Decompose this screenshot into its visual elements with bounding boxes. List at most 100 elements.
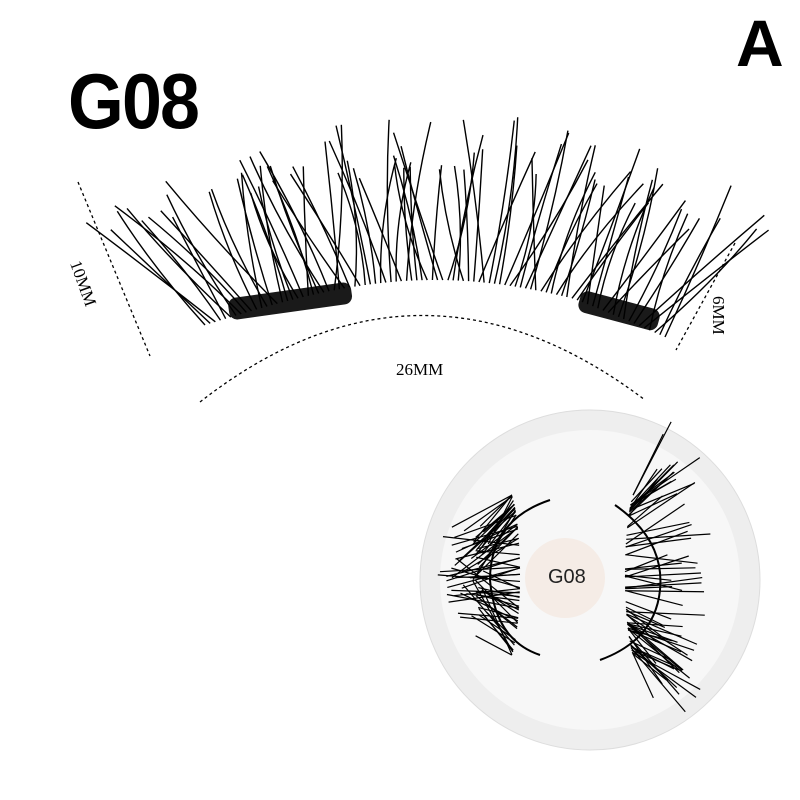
lash-fiber (448, 591, 520, 603)
lash-fiber (625, 590, 683, 607)
lash-fiber (269, 165, 320, 294)
lash-fiber (630, 646, 677, 668)
height-line-right (675, 242, 736, 351)
lash-fiber (625, 606, 663, 626)
lash-fiber (591, 176, 630, 307)
lash-fiber (654, 228, 758, 334)
lash-fiber (392, 155, 423, 281)
lash-fiber (392, 132, 444, 281)
lash-fiber (626, 621, 684, 671)
lash-fiber (576, 202, 650, 301)
lash-fiber (478, 606, 519, 619)
lash-fiber (460, 616, 518, 624)
lash-fiber (633, 218, 701, 324)
lash-fiber (627, 627, 695, 651)
lash-fiber (519, 143, 563, 288)
lash-fiber (249, 156, 325, 293)
lash-fiber (514, 173, 537, 287)
lash-fiber (447, 152, 475, 281)
lash-fiber (266, 166, 315, 295)
lash-fiber (607, 228, 690, 314)
lash-fiber (272, 180, 346, 289)
lash-fiber (626, 521, 690, 536)
lash-fiber (629, 464, 671, 509)
lash-fiber (463, 495, 513, 532)
lash-fiber (624, 572, 702, 578)
lash-fiber (632, 421, 672, 496)
lash-fiber (624, 555, 689, 578)
length-arc (199, 314, 646, 403)
lash-fiber (110, 229, 211, 324)
lash-fiber (566, 145, 596, 298)
lash-fiber (403, 167, 413, 281)
lash-fiber (165, 180, 278, 305)
lash-fiber (472, 580, 514, 653)
lash-fiber (335, 125, 372, 285)
lash-fiber (617, 168, 659, 318)
lash-fiber (555, 183, 644, 295)
case-sticker-label: G08 (548, 566, 586, 588)
lash-fiber (630, 646, 675, 670)
lash-fiber (478, 151, 536, 283)
lash-fiber (586, 185, 605, 305)
lash-fiber (462, 119, 485, 283)
lash-fiber (488, 120, 515, 284)
lash-fiber (630, 647, 686, 713)
lash-fiber (240, 172, 263, 309)
lash-fiber (324, 141, 341, 290)
lash-fiber (560, 179, 596, 297)
lash-fiber (289, 173, 361, 287)
lash-fiber (625, 530, 688, 556)
lash-fiber (482, 504, 515, 533)
lash-fiber (437, 574, 521, 583)
lash-fiber (166, 194, 237, 316)
lash-fiber (486, 611, 516, 641)
lash-fiber (622, 179, 654, 320)
lash-fiber (629, 461, 679, 512)
lash-fiber (625, 576, 703, 589)
lash-fiber (208, 191, 258, 310)
lash-fiber (292, 166, 351, 288)
lash-fiber (210, 188, 268, 307)
lash-fiber (476, 556, 521, 568)
lash-case (419, 409, 761, 751)
lash-fiber (475, 550, 520, 556)
lash-fiber (250, 192, 299, 299)
lash-fiber (632, 653, 667, 681)
lash-fiber (630, 468, 663, 503)
lash-fiber (302, 166, 310, 296)
lash-fiber (625, 503, 685, 545)
lash-fiber (531, 158, 537, 291)
lash-fiber (126, 207, 232, 318)
lash-fiber (627, 623, 678, 643)
lash-fiber (630, 644, 678, 689)
lash-fiber (477, 509, 516, 574)
lash-fiber (236, 178, 273, 306)
lash-fiber (451, 589, 520, 594)
lash-fiber (629, 482, 695, 511)
lash-fiber (474, 507, 516, 556)
lash-fiber (114, 205, 242, 315)
lash-fiber (493, 117, 519, 284)
lash-fiber (328, 140, 387, 283)
lash-fiber (333, 124, 343, 291)
lash-fiber (545, 183, 598, 293)
lash-fiber (626, 614, 688, 656)
lash-fiber (627, 623, 683, 671)
lash-fiber (400, 146, 439, 281)
lash-fiber (581, 148, 641, 303)
height-line-left (77, 181, 151, 357)
inner-height-label: 6MM (709, 296, 728, 335)
lash-fiber (116, 210, 206, 326)
lash-fiber (602, 200, 687, 311)
length-label: 26MM (396, 360, 444, 379)
lash-fiber (612, 187, 655, 315)
variant-letter: A (736, 6, 784, 80)
lash-fiber (241, 174, 289, 302)
model-code: G08 (68, 57, 200, 145)
lash-fiber (626, 613, 657, 643)
lash-fiber (451, 527, 519, 579)
lash-fiber (625, 567, 696, 570)
